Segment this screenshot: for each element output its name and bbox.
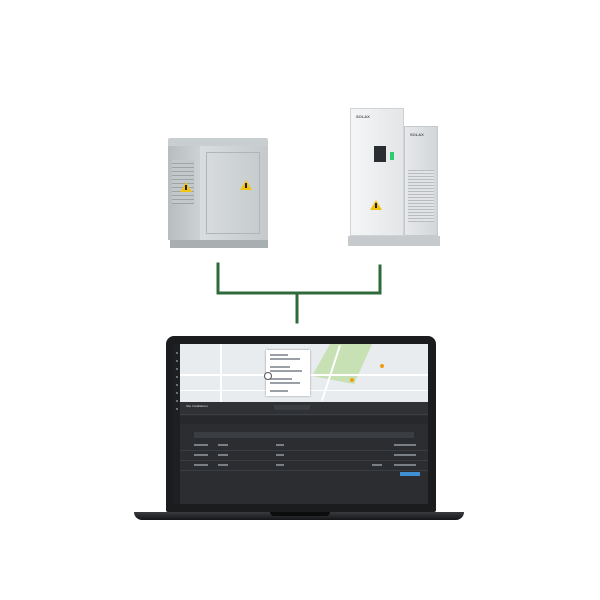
- warning-icon: [240, 180, 252, 190]
- table-row[interactable]: [180, 450, 428, 461]
- laptop-screen: Site Installations: [174, 344, 428, 504]
- app-sidebar[interactable]: [174, 344, 180, 504]
- table-header: [180, 416, 428, 424]
- storage-vent: [408, 170, 434, 222]
- map-park-area: [312, 344, 372, 384]
- cabinet-roof: [168, 138, 268, 146]
- page-title: Site Installations: [186, 404, 208, 408]
- cabinet-front: [200, 146, 268, 240]
- connector-line: [216, 262, 382, 324]
- table-row[interactable]: [180, 440, 428, 451]
- cabinet-base: [170, 240, 268, 248]
- map-info-popup[interactable]: [266, 350, 310, 396]
- storage-brand-label: SOLAX: [356, 114, 370, 119]
- search-input[interactable]: [274, 405, 310, 410]
- map-site-marker-icon[interactable]: [350, 378, 354, 382]
- laptop-notch: [270, 512, 330, 516]
- cabinet-door: [206, 152, 260, 234]
- table-subheader: [194, 432, 414, 438]
- map-marker-icon[interactable]: [264, 372, 272, 380]
- laptop-base: [134, 512, 464, 520]
- storage-screen: [374, 146, 386, 162]
- outdoor-cabinet-icon: [168, 138, 270, 250]
- warning-icon: [370, 200, 382, 210]
- map-site-marker-icon[interactable]: [380, 364, 384, 368]
- action-button[interactable]: [400, 472, 420, 476]
- table-row[interactable]: [180, 460, 428, 471]
- storage-brand-label: SOLAX: [410, 132, 424, 137]
- storage-body: [350, 108, 404, 236]
- battery-storage-icon: SOLAX SOLAX: [348, 108, 440, 248]
- status-led: [390, 152, 394, 160]
- warning-icon: [180, 182, 192, 192]
- site-map[interactable]: [180, 344, 428, 402]
- storage-base: [348, 236, 440, 246]
